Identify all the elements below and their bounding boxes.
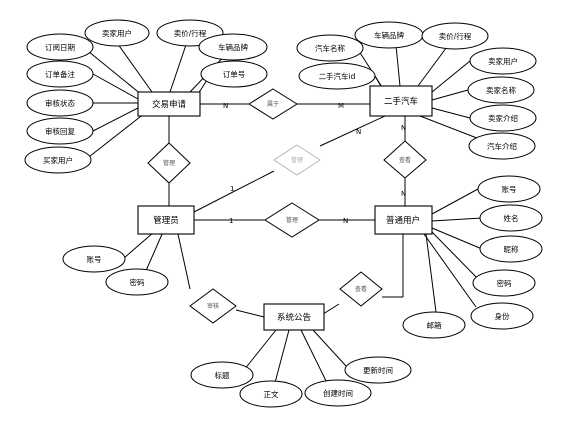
attr-user-identity[interactable]: 身份 bbox=[470, 302, 534, 330]
entity-transaction-label: 交易申请 bbox=[152, 99, 187, 110]
attr-tx-review-reply-label: 审核回复 bbox=[45, 126, 75, 136]
entity-user-label: 普通用户 bbox=[386, 215, 420, 226]
attr-user-identity-label: 身份 bbox=[495, 311, 510, 321]
attr-user-account[interactable]: 账号 bbox=[477, 175, 541, 203]
rel-review-notice-label: 审核 bbox=[207, 302, 219, 310]
entity-car-label: 二手汽车 bbox=[384, 96, 418, 107]
attr-admin-account-label: 账号 bbox=[87, 255, 102, 264]
attr-car-name-label: 汽车名称 bbox=[315, 43, 345, 53]
attr-car-price[interactable]: 卖价/行程 bbox=[421, 22, 489, 50]
attr-user-account-label: 账号 bbox=[502, 185, 517, 194]
card-user-view: N bbox=[401, 190, 406, 198]
attr-car-seller-label: 卖家用户 bbox=[488, 56, 518, 66]
attr-notice-created-label: 创建时间 bbox=[323, 388, 353, 398]
attr-user-email[interactable]: 邮箱 bbox=[402, 311, 466, 339]
attr-car-id[interactable]: 二手汽车id bbox=[298, 62, 376, 90]
attr-car-intro[interactable]: 汽车介绍 bbox=[468, 132, 536, 160]
attr-user-nickname-label: 昵称 bbox=[504, 244, 519, 254]
attr-car-seller-name-label: 卖家名称 bbox=[486, 85, 516, 95]
attr-car-id-label: 二手汽车id bbox=[319, 71, 356, 81]
card-car-view: N bbox=[401, 124, 406, 132]
card-admin-car: 1 bbox=[230, 185, 234, 193]
rel-belongs[interactable]: 属于 bbox=[248, 88, 298, 120]
cardinality-labels: N M 1 N N N 1 N bbox=[223, 102, 406, 225]
entity-admin[interactable]: 管理员 bbox=[137, 205, 195, 235]
rel-manage-user[interactable]: 管理 bbox=[264, 202, 320, 238]
attr-notice-created[interactable]: 创建时间 bbox=[304, 379, 372, 407]
attr-admin-account[interactable]: 账号 bbox=[62, 245, 126, 273]
attr-car-name[interactable]: 汽车名称 bbox=[296, 34, 364, 62]
attr-car-seller-intro[interactable]: 卖家介绍 bbox=[469, 104, 537, 132]
rel-manage-transaction[interactable]: 管理 bbox=[147, 142, 191, 184]
rel-view-car-label: 查看 bbox=[399, 156, 411, 164]
attr-user-name-label: 姓名 bbox=[504, 213, 519, 223]
card-car-belongs: M bbox=[338, 102, 344, 110]
rel-manage-car[interactable]: 管理 bbox=[273, 144, 321, 176]
attr-notice-body-label: 正文 bbox=[264, 389, 279, 399]
attr-tx-brand[interactable]: 车辆品牌 bbox=[198, 33, 268, 61]
entity-car[interactable]: 二手汽车 bbox=[369, 85, 433, 117]
attr-car-seller-name[interactable]: 卖家名称 bbox=[467, 76, 535, 104]
attr-tx-order-no[interactable]: 订单号 bbox=[200, 60, 268, 88]
attr-user-password[interactable]: 密码 bbox=[472, 269, 536, 297]
card-user-admin: N bbox=[343, 217, 348, 225]
attr-tx-remark-label: 订单备注 bbox=[45, 69, 75, 79]
attr-tx-brand-label: 车辆品牌 bbox=[218, 42, 248, 52]
entity-notice-label: 系统公告 bbox=[277, 312, 311, 323]
entity-notice[interactable]: 系统公告 bbox=[263, 303, 325, 331]
attr-car-brand[interactable]: 车辆品牌 bbox=[354, 21, 424, 49]
attr-admin-password[interactable]: 密码 bbox=[105, 268, 169, 296]
card-car-admin: N bbox=[356, 128, 361, 136]
attr-tx-order-no-label: 订单号 bbox=[223, 69, 246, 79]
attr-user-name[interactable]: 姓名 bbox=[479, 204, 543, 232]
attr-notice-title[interactable]: 标题 bbox=[190, 361, 254, 389]
attr-tx-seller[interactable]: 卖家用户 bbox=[84, 19, 150, 47]
entity-transaction[interactable]: 交易申请 bbox=[137, 91, 201, 117]
attr-tx-buyer-label: 买家用户 bbox=[43, 155, 73, 165]
attr-tx-review-status-label: 审核状态 bbox=[45, 98, 75, 108]
attr-tx-seller-label: 卖家用户 bbox=[102, 28, 132, 38]
attr-tx-remark[interactable]: 订单备注 bbox=[26, 60, 94, 88]
attr-tx-order-date-label: 订阅日期 bbox=[45, 42, 75, 52]
rel-manage-user-label: 管理 bbox=[286, 216, 298, 224]
card-tx-belongs: N bbox=[223, 102, 228, 110]
attr-tx-review-reply[interactable]: 审核回复 bbox=[26, 117, 94, 145]
attr-tx-price-label: 卖价/行程 bbox=[174, 28, 207, 38]
rel-view-notice-label: 查看 bbox=[355, 285, 367, 293]
attr-notice-body[interactable]: 正文 bbox=[239, 380, 303, 408]
attr-notice-title-label: 标题 bbox=[215, 370, 230, 380]
rel-view-car[interactable]: 查看 bbox=[383, 140, 427, 179]
attr-user-email-label: 邮箱 bbox=[427, 320, 442, 330]
attr-car-price-label: 卖价/行程 bbox=[439, 31, 472, 41]
card-admin-user: 1 bbox=[229, 217, 233, 225]
rel-belongs-label: 属于 bbox=[267, 101, 279, 108]
rel-manage-transaction-label: 管理 bbox=[163, 159, 175, 167]
attr-tx-buyer[interactable]: 买家用户 bbox=[24, 146, 92, 174]
attr-tx-review-status[interactable]: 审核状态 bbox=[26, 89, 94, 117]
attr-admin-password-label: 密码 bbox=[130, 277, 145, 287]
attr-tx-order-date[interactable]: 订阅日期 bbox=[26, 33, 94, 61]
attr-user-nickname[interactable]: 昵称 bbox=[479, 235, 543, 263]
attr-car-seller[interactable]: 卖家用户 bbox=[469, 47, 537, 75]
attr-notice-updated[interactable]: 更新时间 bbox=[344, 356, 412, 384]
attr-notice-updated-label: 更新时间 bbox=[363, 365, 393, 375]
entity-admin-label: 管理员 bbox=[153, 215, 179, 226]
attr-car-seller-intro-label: 卖家介绍 bbox=[488, 113, 518, 123]
attr-car-intro-label: 汽车介绍 bbox=[487, 141, 517, 151]
attr-car-brand-label: 车辆品牌 bbox=[374, 30, 404, 40]
rel-review-notice[interactable]: 审核 bbox=[189, 288, 237, 324]
rel-manage-car-label: 管理 bbox=[291, 156, 303, 164]
attr-user-password-label: 密码 bbox=[497, 278, 512, 288]
rel-view-notice[interactable]: 查看 bbox=[339, 271, 383, 307]
entity-user[interactable]: 普通用户 bbox=[374, 205, 433, 235]
